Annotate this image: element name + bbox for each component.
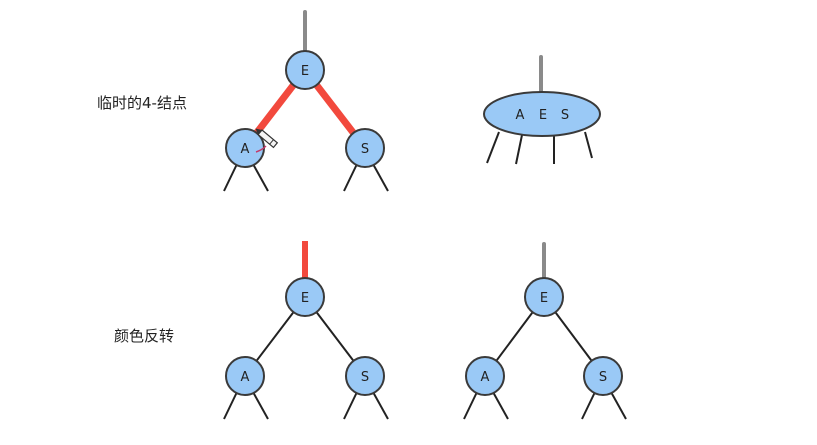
- key-S: S: [561, 108, 569, 123]
- node-left: A: [225, 128, 265, 168]
- node-label: E: [540, 291, 548, 306]
- pen-scribble: [255, 145, 267, 153]
- leaf-links: [486, 131, 593, 165]
- node-right: S: [345, 356, 385, 396]
- node-label: A: [241, 142, 250, 157]
- node-left: A: [465, 356, 505, 396]
- node-left: A: [225, 356, 265, 396]
- node-root: E: [524, 277, 564, 317]
- node-root: E: [285, 277, 325, 317]
- caption-color-flip: 颜色反转: [114, 327, 175, 345]
- node-label: S: [599, 370, 607, 385]
- node-label: S: [361, 370, 369, 385]
- node-label: A: [241, 370, 250, 385]
- leaf-links: [223, 163, 389, 192]
- four-node-ellipse: A E S: [483, 55, 601, 165]
- node-right: S: [345, 128, 385, 168]
- node-label: E: [301, 291, 309, 306]
- pencil-icon: [255, 128, 279, 149]
- node-root: E: [285, 50, 325, 90]
- tree-flip-after: E A S: [463, 242, 627, 420]
- key-A: A: [516, 108, 525, 123]
- caption-temp-4-node: 临时的4-结点: [97, 94, 187, 112]
- leaf-links: [463, 391, 627, 420]
- leaf-links: [223, 391, 389, 420]
- tree-flip-before: E A S: [223, 241, 389, 420]
- tree-temp-4-node: E A S: [223, 10, 389, 192]
- node-label: A: [481, 370, 490, 385]
- node-label: S: [361, 142, 369, 157]
- node-label: E: [301, 64, 309, 79]
- node-right: S: [583, 356, 623, 396]
- key-E: E: [539, 108, 547, 123]
